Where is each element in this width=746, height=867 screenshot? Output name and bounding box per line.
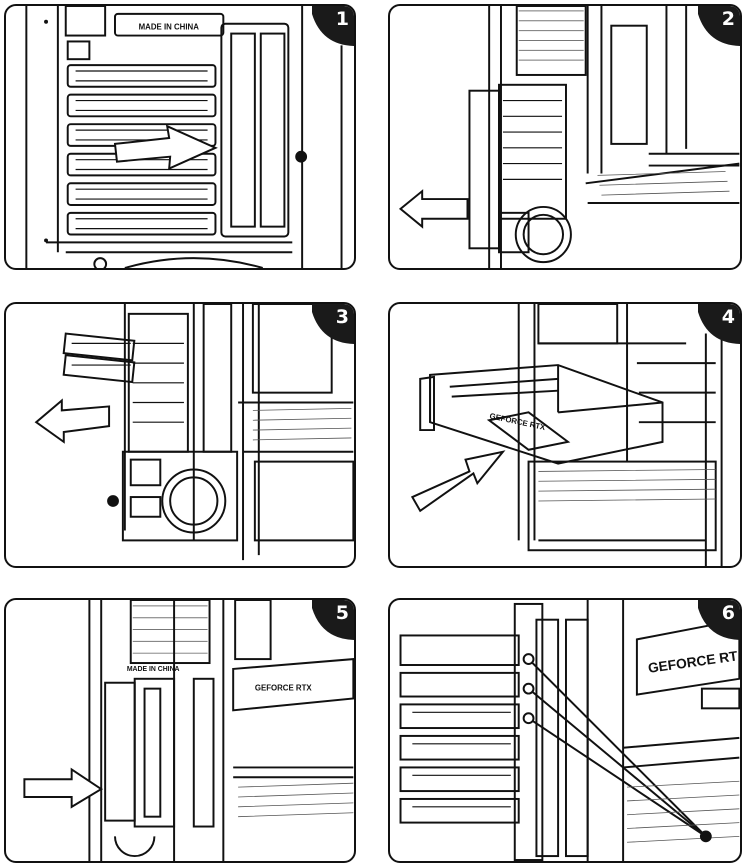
step-6-panel: GEFORCE RT 6 xyxy=(388,598,742,863)
arrow-left xyxy=(34,398,111,444)
arrow-up-right xyxy=(410,450,506,513)
made-in-china-text: MADE IN CHINA xyxy=(139,23,200,32)
pci-slots xyxy=(66,64,217,236)
screw xyxy=(295,150,308,163)
step-3-panel: 3 xyxy=(4,302,356,568)
step-number: 2 xyxy=(721,8,735,30)
gpu-brand-text: GEFORCE RTX xyxy=(255,684,313,693)
arrow-right xyxy=(23,767,104,809)
step-1-illustration: MADE IN CHINA xyxy=(25,6,343,268)
step-3-illustration xyxy=(34,304,354,561)
made-in-china-text: MADE IN CHINA xyxy=(127,666,180,673)
step-number: 6 xyxy=(721,602,735,624)
step-2-illustration xyxy=(398,6,740,268)
gpu-brand-text: GEFORCE RT xyxy=(647,648,739,675)
step-badge: 2 xyxy=(698,6,740,46)
step-2-panel: 2 xyxy=(388,4,742,270)
step-badge: 3 xyxy=(312,304,354,344)
step-number: 1 xyxy=(335,8,349,30)
step-5-panel: MADE IN CHINA GEFORCE RTX 5 xyxy=(4,598,356,863)
step-6-illustration: GEFORCE RT xyxy=(399,600,740,861)
step-1-panel: MADE IN CHINA 1 xyxy=(4,4,356,270)
step-badge: 4 xyxy=(698,304,740,344)
step-number: 4 xyxy=(721,306,735,328)
step-number: 3 xyxy=(335,306,349,328)
step-badge: 5 xyxy=(312,600,354,640)
step-badge: 1 xyxy=(312,6,354,46)
step-4-panel: GEFORCE RTX 4 xyxy=(388,302,742,568)
arrow-left xyxy=(398,189,469,229)
step-4-illustration: GEFORCE RTX xyxy=(410,304,723,566)
step-badge: 6 xyxy=(698,600,740,640)
step-5-illustration: MADE IN CHINA GEFORCE RTX xyxy=(23,600,354,861)
step-number: 5 xyxy=(335,602,349,624)
arrow-right xyxy=(113,124,218,171)
